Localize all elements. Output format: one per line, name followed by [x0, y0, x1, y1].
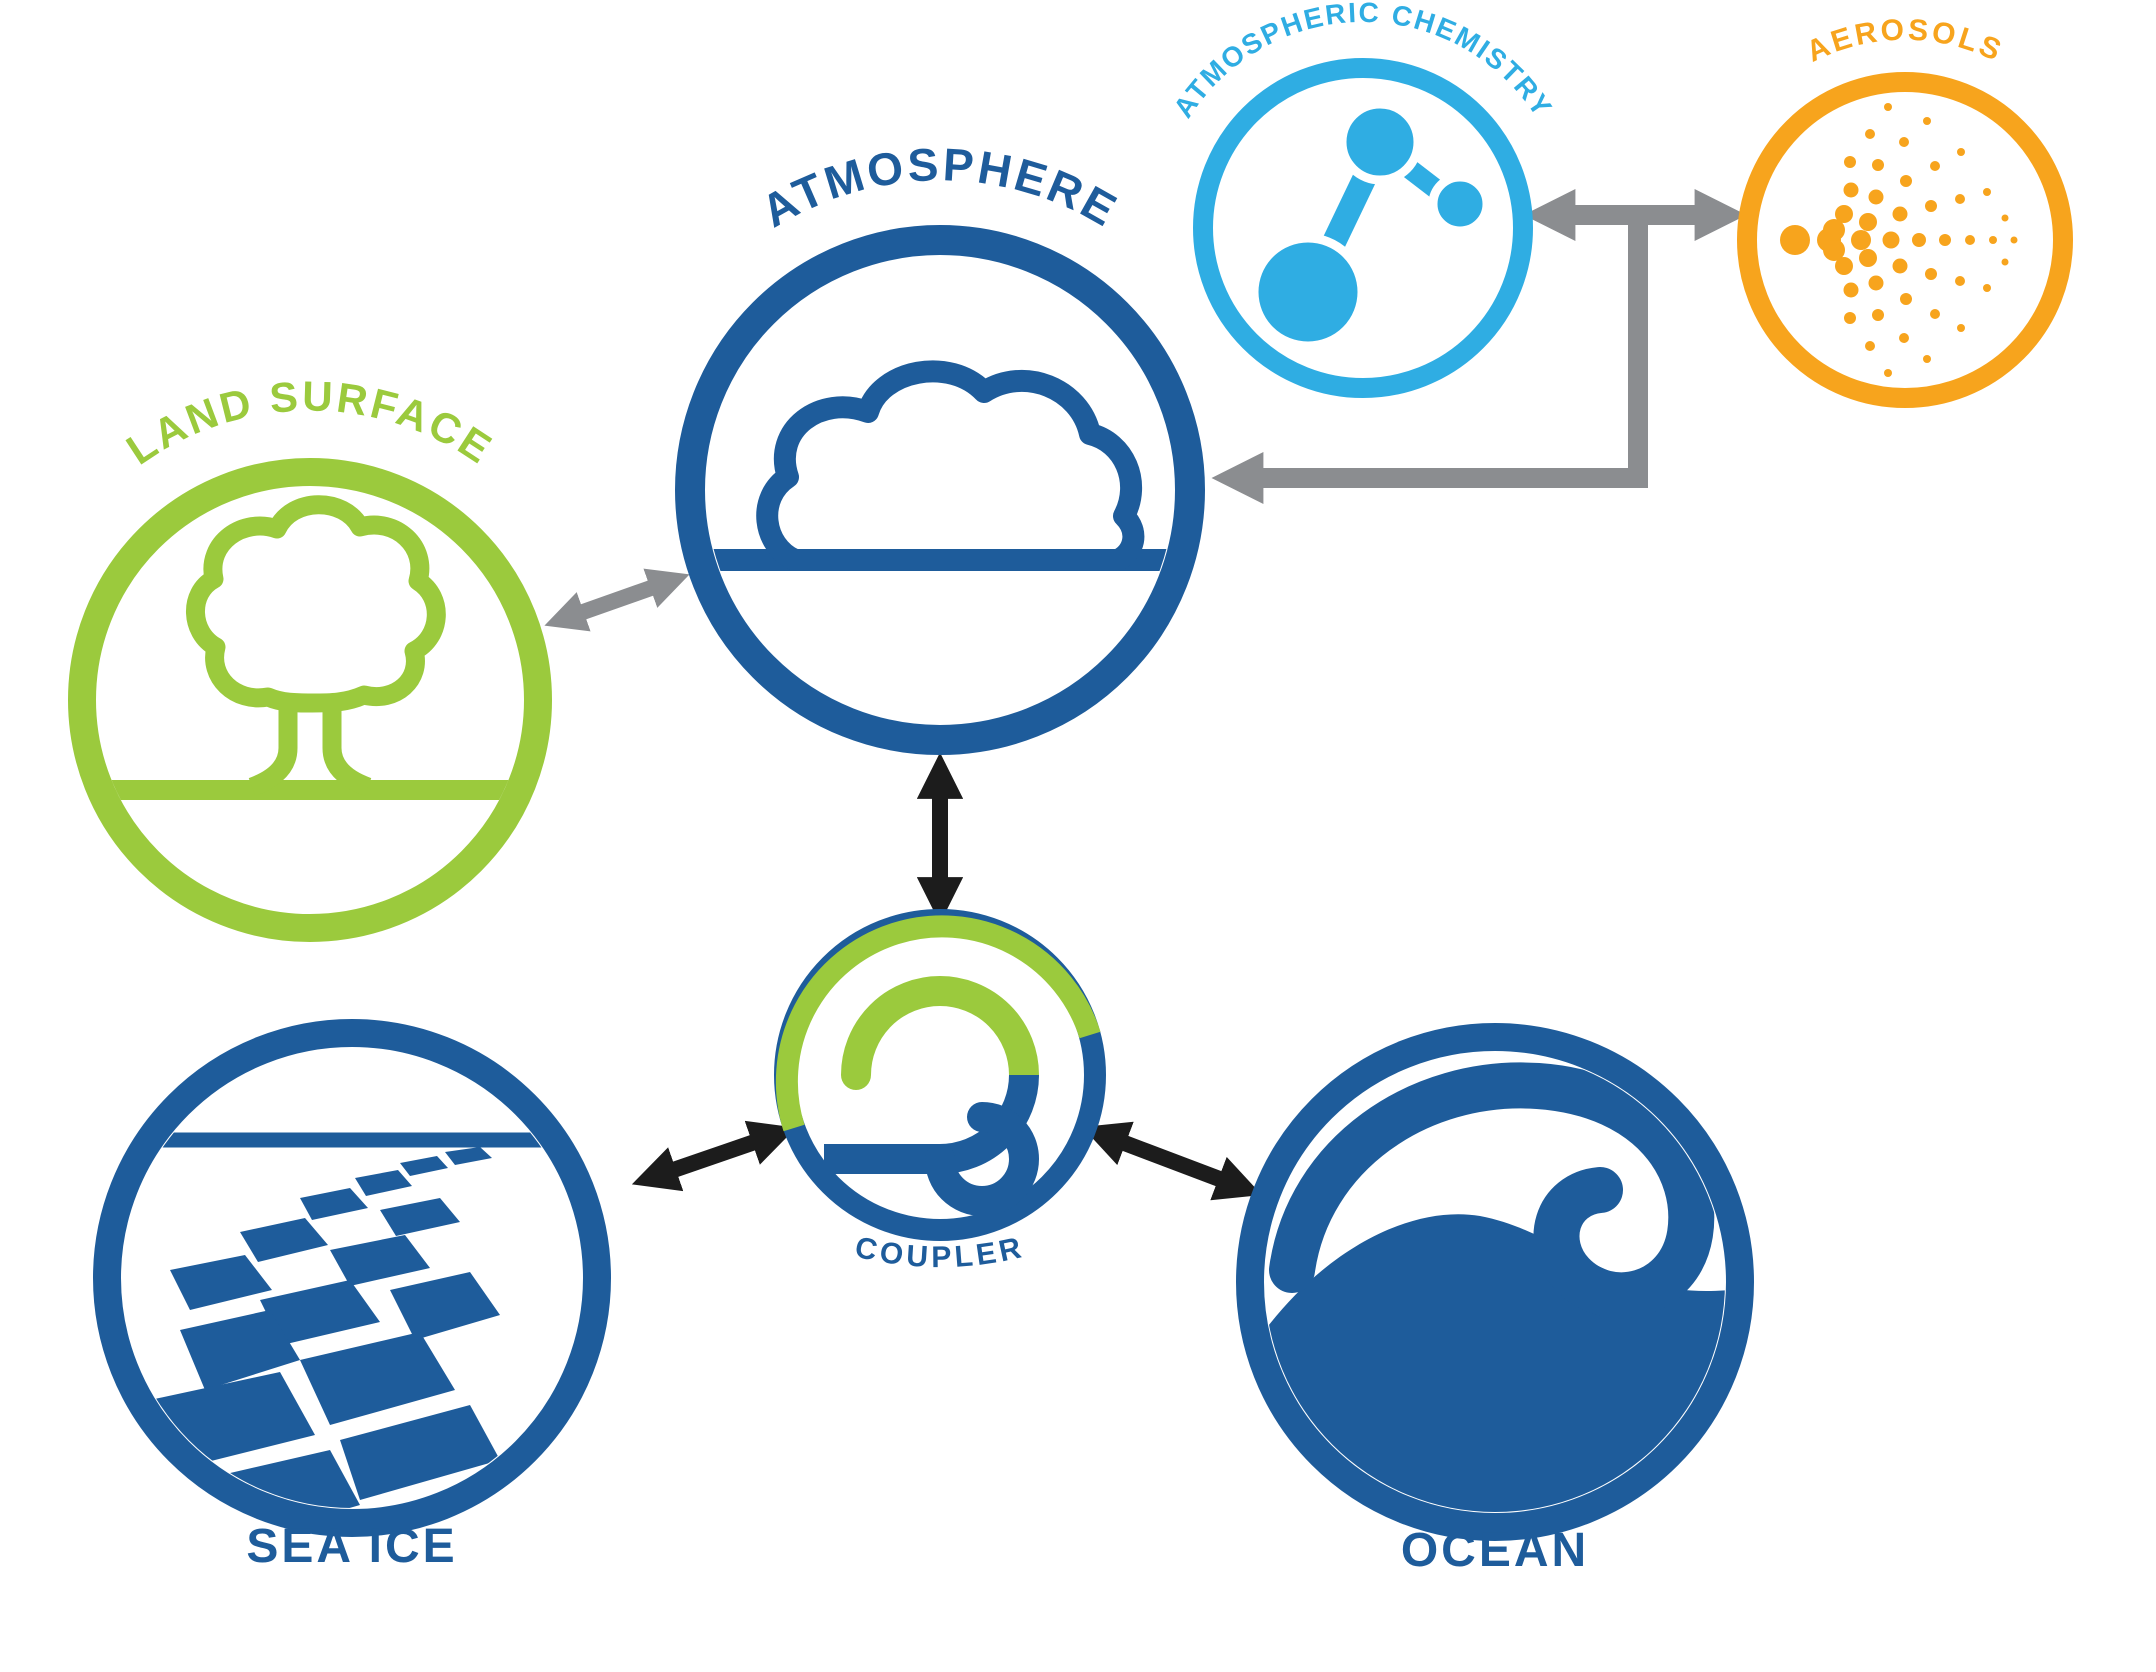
atmosphere-node: ATMOSPHERE	[675, 138, 1205, 755]
molecule-icon	[1249, 99, 1492, 351]
aerosols-label: AEROSOLS	[1802, 13, 2009, 68]
atmosphere-label: ATMOSPHERE	[753, 138, 1128, 237]
coupler-node: COUPLER	[774, 909, 1106, 1274]
arrow-land-atmosphere	[544, 568, 690, 632]
arrow-coupler-sea-ice	[631, 1120, 797, 1192]
wave-icon	[1265, 1062, 1725, 1512]
cloud-icon	[706, 360, 1174, 571]
coupler-ring-accent	[775, 915, 1101, 1132]
atmospheric-chemistry-node: ATMOSPHERIC CHEMISTRY	[1167, 0, 1557, 398]
particle-spray-icon	[1780, 103, 2018, 377]
sea-ice-label: SEA ICE	[246, 1520, 457, 1573]
aerosols-node: AEROSOLS	[1737, 13, 2073, 408]
swirl-icon	[824, 976, 1039, 1216]
sea-ice-node: SEA ICE	[93, 1019, 611, 1573]
ice-floes-icon	[140, 1132, 570, 1508]
aerosols-ring	[1737, 72, 2073, 408]
ocean-node: OCEAN	[1236, 1023, 1754, 1577]
arrow-coupler-ocean	[1082, 1121, 1262, 1201]
ocean-label: OCEAN	[1401, 1524, 1589, 1577]
tree-icon	[96, 495, 524, 800]
land-surface-node: LAND SURFACE	[68, 372, 552, 942]
arrow-chemistry-aerosols-to-atmosphere	[1211, 224, 1648, 504]
